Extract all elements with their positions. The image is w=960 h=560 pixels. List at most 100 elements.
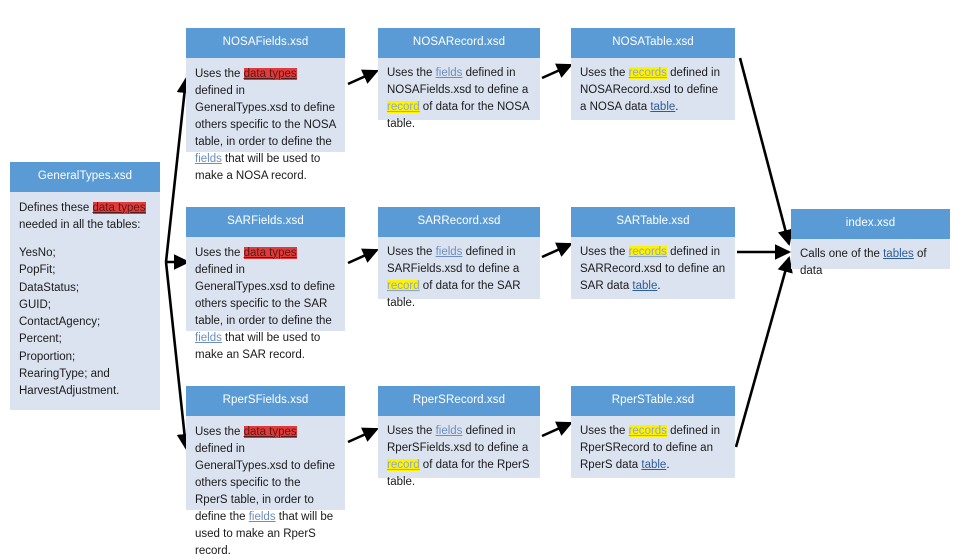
card-rpersrecord[interactable]: RperSRecord.xsd Uses the fields defined … [378, 386, 540, 488]
diagram-canvas: GeneralTypes.xsd Defines these data type… [10, 28, 950, 557]
generaltypes-type-list: YesNo; PopFit; DataStatus; GUID; Contact… [19, 245, 151, 400]
card-nosatable[interactable]: NOSATable.xsd Uses the records defined i… [571, 28, 735, 120]
arrow-generaltypes-to-nosafields [164, 76, 193, 263]
card-sarrecord[interactable]: SARRecord.xsd Uses the fields defined in… [378, 207, 540, 309]
list-item: ContactAgency; [19, 316, 101, 329]
arrow-sarfields-to-sarrecord [347, 248, 379, 265]
card-rpersfields[interactable]: RperSFields.xsd Uses the data types defi… [186, 386, 345, 557]
link-table[interactable]: table [632, 279, 658, 292]
arrow-nosafields-to-nosarecord [347, 69, 379, 86]
card-nosatable-body: Uses the records defined in NOSARecord.x… [571, 57, 735, 120]
body-text: defined in NOSAFields.xsd to define a [387, 66, 529, 96]
link-fields[interactable]: fields [195, 331, 222, 344]
list-item: YesNo; [19, 247, 56, 260]
card-sarfields-body: Uses the data types defined in GeneralTy… [186, 236, 345, 361]
arrow-nosarecord-to-nosatable [541, 63, 573, 80]
generaltypes-intro: Defines these data types [19, 200, 151, 217]
link-data-types[interactable]: data types [92, 201, 146, 214]
link-records[interactable]: records [628, 245, 667, 258]
body-text: of data for the SAR table. [387, 279, 521, 309]
list-item: DataStatus; [19, 281, 80, 294]
card-generaltypes-body: Defines these data types needed in all t… [10, 191, 160, 411]
card-rpersfields-title: RperSFields.xsd [186, 386, 345, 416]
arrow-rpersrecord-to-rperstable [541, 421, 573, 438]
card-sarfields[interactable]: SARFields.xsd Uses the data types define… [186, 207, 345, 361]
link-records[interactable]: records [628, 66, 667, 79]
link-fields[interactable]: fields [435, 66, 463, 79]
body-text: defined in RperSRecord to define an Rper… [580, 424, 721, 471]
link-data-types[interactable]: data types [243, 246, 297, 259]
card-rperstable-title: RperSTable.xsd [571, 386, 735, 416]
list-item: RearingType; and [19, 367, 110, 380]
link-fields[interactable]: fields [195, 152, 222, 165]
card-sartable-body: Uses the records defined in SARRecord.xs… [571, 236, 735, 299]
arrow-sarrecord-to-sartable [541, 242, 573, 259]
link-data-types[interactable]: data types [243, 425, 297, 438]
list-item: GUID; [19, 298, 51, 311]
link-record[interactable]: record [387, 458, 420, 471]
card-rpersrecord-title: RperSRecord.xsd [378, 386, 540, 416]
arrow-rperstable-to-index [734, 255, 793, 448]
body-text: defined in GeneralTypes.xsd to define ot… [195, 84, 336, 148]
link-record[interactable]: record [387, 279, 420, 292]
body-text: Uses the [195, 425, 244, 438]
card-nosafields-body: Uses the data types defined in GeneralTy… [186, 57, 345, 182]
body-text: Uses the [580, 424, 629, 437]
card-sartable-title: SARTable.xsd [571, 207, 735, 237]
card-rpersfields-body: Uses the data types defined in GeneralTy… [186, 415, 345, 557]
card-nosatable-title: NOSATable.xsd [571, 28, 735, 58]
link-records[interactable]: records [628, 424, 667, 437]
link-tables[interactable]: tables [883, 247, 914, 260]
link-fields[interactable]: fields [435, 245, 463, 258]
body-text: defined in GeneralTypes.xsd to define ot… [195, 442, 335, 523]
card-index-body: Calls one of the tables of data [791, 238, 950, 277]
card-nosarecord[interactable]: NOSARecord.xsd Uses the fields defined i… [378, 28, 540, 130]
card-rperstable-body: Uses the records defined in RperSRecord … [571, 415, 735, 478]
body-text: defined in SARRecord.xsd to define an SA… [580, 245, 726, 292]
card-nosafields-title: NOSAFields.xsd [186, 28, 345, 58]
card-sarrecord-title: SARRecord.xsd [378, 207, 540, 237]
link-fields[interactable]: fields [435, 424, 463, 437]
link-table[interactable]: table [650, 100, 676, 113]
body-text: that will be used to make an SAR record. [195, 331, 321, 361]
spacer [19, 234, 151, 245]
arrow-generaltypes-to-rpersfields [164, 261, 193, 451]
body-text: . [666, 458, 670, 471]
body-text: . [675, 100, 679, 113]
list-item: Proportion; [19, 350, 76, 363]
card-nosarecord-title: NOSARecord.xsd [378, 28, 540, 58]
body-text: . [657, 279, 661, 292]
body-text: Uses the [195, 67, 244, 80]
index-body-after: of data [800, 247, 927, 277]
link-record[interactable]: record [387, 100, 420, 113]
card-rpersrecord-body: Uses the fields defined in RperSFields.x… [378, 415, 540, 488]
card-generaltypes-title: GeneralTypes.xsd [10, 162, 160, 192]
card-sarrecord-body: Uses the fields defined in SARFields.xsd… [378, 236, 540, 309]
body-text: Uses the [580, 245, 629, 258]
card-nosarecord-body: Uses the fields defined in NOSAFields.xs… [378, 57, 540, 130]
body-text: Uses the [387, 66, 436, 79]
card-generaltypes[interactable]: GeneralTypes.xsd Defines these data type… [10, 162, 160, 411]
generaltypes-intro-line2: needed in all the tables: [19, 218, 141, 231]
card-nosafields[interactable]: NOSAFields.xsd Uses the data types defin… [186, 28, 345, 182]
list-item: HarvestAdjustment. [19, 385, 120, 398]
body-text: that will be used to make a NOSA record. [195, 152, 321, 182]
link-data-types[interactable]: data types [243, 67, 297, 80]
body-text: of data for the RperS table. [387, 458, 530, 488]
link-fields[interactable]: fields [248, 510, 276, 523]
arrow-rpersfields-to-rpersrecord [347, 427, 379, 444]
list-item: Percent; [19, 333, 62, 346]
list-item: PopFit; [19, 264, 56, 277]
card-sartable[interactable]: SARTable.xsd Uses the records defined in… [571, 207, 735, 299]
card-index[interactable]: index.xsd Calls one of the tables of dat… [791, 209, 950, 277]
body-text: defined in RperSFields.xsd to define a [387, 424, 529, 454]
body-text: defined in SARFields.xsd to define a [387, 245, 520, 275]
arrow-nosatable-to-index [738, 57, 793, 247]
body-text: defined in GeneralTypes.xsd to define ot… [195, 263, 335, 327]
generaltypes-intro-before: Defines these [19, 201, 93, 214]
body-text: Uses the [387, 245, 436, 258]
card-rperstable[interactable]: RperSTable.xsd Uses the records defined … [571, 386, 735, 478]
body-text: of data for the NOSA table. [387, 100, 529, 130]
link-table[interactable]: table [641, 458, 667, 471]
card-sarfields-title: SARFields.xsd [186, 207, 345, 237]
